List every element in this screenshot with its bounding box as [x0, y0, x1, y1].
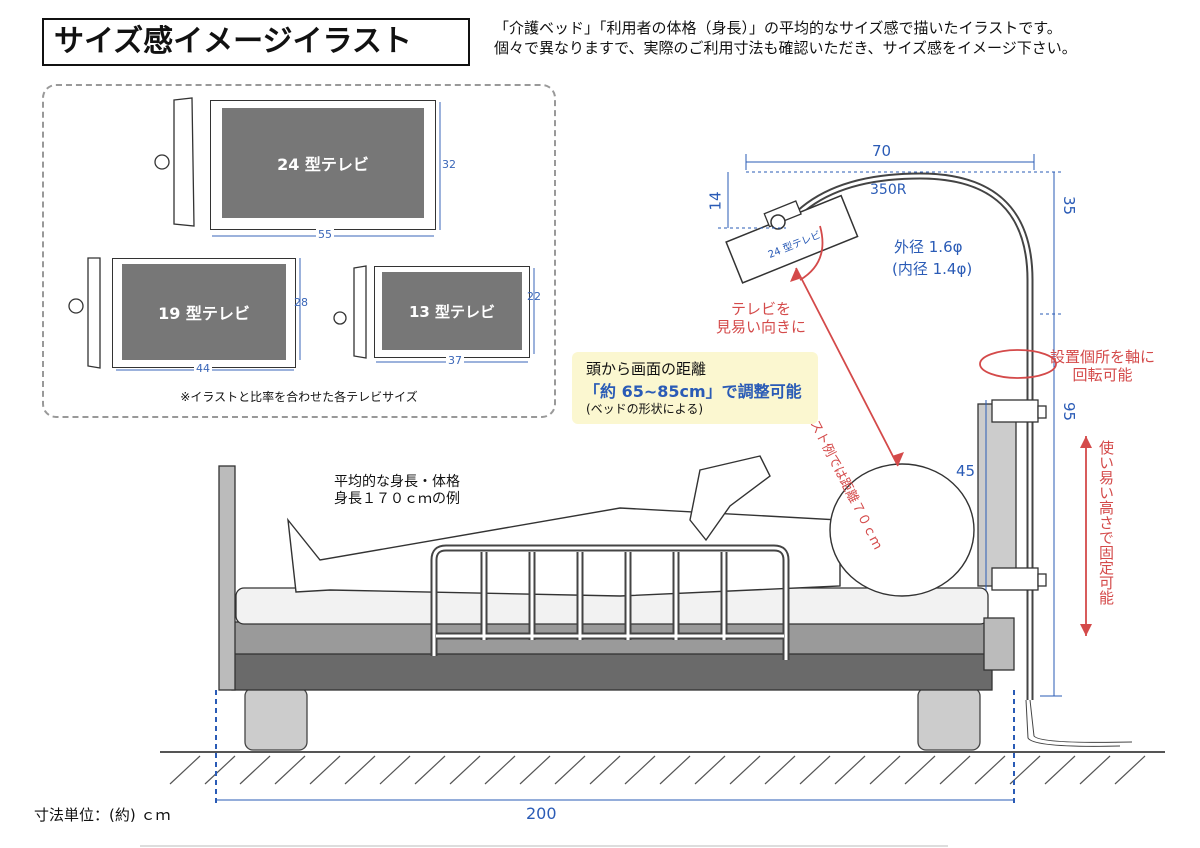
- tv24-height: 32: [442, 158, 456, 171]
- red-arrows: [795, 225, 1087, 636]
- tv13-height: 22: [527, 290, 541, 303]
- tv19-height: 28: [294, 296, 308, 309]
- height-fixed-note: 使い易い高さで固定可能: [1097, 440, 1115, 605]
- distance-info-box: [572, 352, 818, 424]
- tv-size-panel: 24 型テレビ 32 55 19 型テレビ 28 44 13 型テレビ 22 3…: [42, 84, 556, 418]
- arm-top-offset-label: 14: [706, 191, 725, 211]
- head-block: [983, 617, 1015, 671]
- arm-lower-height-label: 95: [1060, 402, 1078, 422]
- tv19-knob: [68, 298, 84, 314]
- person-head: [829, 463, 975, 597]
- tilted-tv: [725, 194, 859, 284]
- tv-knob: [770, 214, 786, 230]
- distance-line-2: 「約 65~85cm」で調整可能: [584, 382, 802, 401]
- tv19-screen: 19 型テレビ: [122, 264, 286, 360]
- rotate-note: 設置個所を軸に 回転可能: [1050, 348, 1156, 384]
- tv-rotate-arrow: [799, 225, 824, 281]
- distance-line-1: 頭から画面の距離: [586, 360, 707, 378]
- person: [287, 455, 975, 597]
- tv-size-note: ※イラストと比率を合わせた各テレビサイズ: [180, 390, 418, 404]
- person-body: [287, 507, 841, 597]
- tv19-width: 44: [194, 362, 212, 375]
- floor-hatching: [169, 755, 1146, 785]
- dimension-lines: [215, 154, 1062, 806]
- arm-upper-height-label: 35: [1060, 196, 1078, 216]
- rotate-ellipse: [979, 349, 1057, 379]
- tv24-screen: 24 型テレビ: [222, 108, 424, 218]
- tv24-width: 55: [316, 228, 334, 241]
- unit-label: 寸法単位：(約) ｃｍ: [34, 806, 171, 824]
- distance-arrow: [795, 267, 899, 467]
- floor: [160, 751, 1165, 785]
- page-title: サイズ感イメージイラスト: [42, 18, 470, 66]
- tv13-width: 37: [446, 354, 464, 367]
- headboard: [977, 403, 1017, 587]
- arm-radius-label: 350R: [870, 182, 907, 198]
- bed-length-label: 200: [526, 804, 557, 823]
- clamps: [991, 399, 1047, 591]
- footboard: [218, 465, 236, 691]
- clamp-bottom: [991, 567, 1039, 591]
- arm-outer-diameter: 外径 1.6φ: [894, 238, 963, 256]
- intro-line-2: 個々で異なりますで、実際のご利用寸法も確認いただき、サイズ感をイメージ下さい。: [494, 39, 1077, 57]
- tv13-mount-bracket: [353, 265, 367, 359]
- distance-line-3: (ベッドの形状による): [586, 402, 704, 416]
- mount-height-label: 45: [956, 462, 976, 480]
- bed-leg-left: [244, 687, 308, 751]
- tv13-screen: 13 型テレビ: [382, 272, 522, 350]
- bed-leg-right: [917, 687, 981, 751]
- tv13-knob: [333, 311, 347, 325]
- intro-text: 「介護ベッド」「利用者の体格（身長）」の平均的なサイズ感で描いたイラストです。 …: [494, 18, 1184, 58]
- tv-angle-note: テレビを 見易い向きに: [716, 300, 807, 336]
- arm-inner-diameter: (内径 1.4φ): [892, 260, 973, 278]
- clamp-top: [991, 399, 1039, 423]
- intro-line-1: 「介護ベッド」「利用者の体格（身長）」の平均的なサイズ感で描いたイラストです。: [494, 19, 1062, 37]
- bed-frame-lower: [231, 651, 993, 691]
- tv19-mount-bracket: [87, 257, 101, 369]
- person-note: 平均的な身長・体格 身長１７０ｃｍの例: [334, 474, 460, 507]
- arm-width-label: 70: [872, 142, 892, 160]
- person-arm: [689, 455, 771, 542]
- tv24-mount-bracket: [173, 97, 195, 227]
- tv24-knob: [154, 154, 170, 170]
